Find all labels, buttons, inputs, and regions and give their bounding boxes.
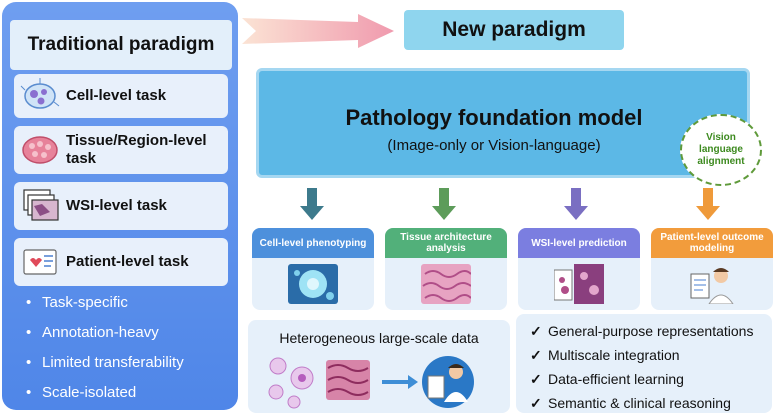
tissue-architecture-icon [421, 264, 471, 304]
tissue-icon [22, 136, 58, 164]
features-list: ✓General-purpose representations ✓Multis… [530, 322, 753, 413]
output-card-label: WSI-level prediction [518, 228, 640, 258]
task-cell-level: Cell-level task [14, 74, 228, 118]
wsi-prediction-icon [554, 264, 604, 304]
output-card-label: Patient-level outcome modeling [651, 228, 773, 258]
foundation-model-box: Pathology foundation model (Image-only o… [256, 68, 750, 178]
traditional-paradigm-panel: Traditional paradigm Cell-level task Tis… [2, 2, 238, 410]
vision-language-alignment-badge: Vision language alignment [680, 114, 762, 186]
heterogeneous-data-box: Heterogeneous large-scale data [248, 320, 510, 413]
doctor-icon [690, 268, 734, 304]
heterogeneous-data-title: Heterogeneous large-scale data [279, 330, 479, 346]
bullet-item: Task-specific [26, 295, 184, 326]
check-icon: ✓ [530, 371, 542, 387]
new-paradigm-title: New paradigm [404, 10, 624, 50]
feature-item: ✓Multiscale integration [530, 347, 680, 363]
output-card-tissue: Tissue architecture analysis [385, 228, 507, 310]
cell-culture-icon [288, 264, 338, 304]
down-arrow-icon [432, 188, 456, 220]
output-card-cell: Cell-level phenotyping [252, 228, 374, 310]
check-icon: ✓ [530, 395, 542, 411]
check-icon: ✓ [530, 347, 542, 363]
data-illustration-icon [268, 356, 474, 409]
bullet-item: Annotation-heavy [26, 325, 184, 356]
feature-item: ✓General-purpose representations [530, 323, 754, 339]
alignment-label: Vision language alignment [697, 132, 745, 167]
traditional-bullets: Task-specific Annotation-heavy Limited t… [26, 295, 184, 413]
bullet-item: Limited transferability [26, 355, 184, 386]
feature-item: ✓Data-efficient learning [530, 371, 684, 387]
down-arrow-icon [564, 188, 588, 220]
output-card-wsi: WSI-level prediction [518, 228, 640, 310]
task-label: WSI-level task [66, 197, 167, 214]
task-label: Patient-level task [66, 253, 189, 270]
traditional-paradigm-title: Traditional paradigm [10, 20, 232, 70]
check-icon: ✓ [530, 323, 542, 339]
down-arrow-icon [300, 188, 324, 220]
bullet-item: Scale-isolated [26, 385, 184, 413]
task-wsi-level: WSI-level task [14, 182, 228, 230]
transition-arrow-icon [242, 14, 394, 48]
patient-record-icon [23, 249, 57, 275]
feature-item: ✓Semantic & clinical reasoning [530, 395, 731, 411]
task-patient-level: Patient-level task [14, 238, 228, 286]
model-subtitle: (Image-only or Vision-language) [387, 137, 601, 154]
down-arrow-icon [696, 188, 720, 220]
output-card-label: Tissue architecture analysis [385, 228, 507, 258]
cell-icon [20, 78, 60, 109]
task-tissue-level: Tissue/Region-level task [14, 126, 228, 174]
wsi-slides-icon [23, 189, 59, 221]
output-card-label: Cell-level phenotyping [252, 228, 374, 258]
task-label: Cell-level task [66, 87, 167, 104]
task-label: Tissue/Region-level task [66, 132, 207, 167]
model-title: Pathology foundation model [345, 105, 643, 130]
features-box: ✓General-purpose representations ✓Multis… [516, 314, 772, 413]
output-card-patient: Patient-level outcome modeling [651, 228, 773, 310]
